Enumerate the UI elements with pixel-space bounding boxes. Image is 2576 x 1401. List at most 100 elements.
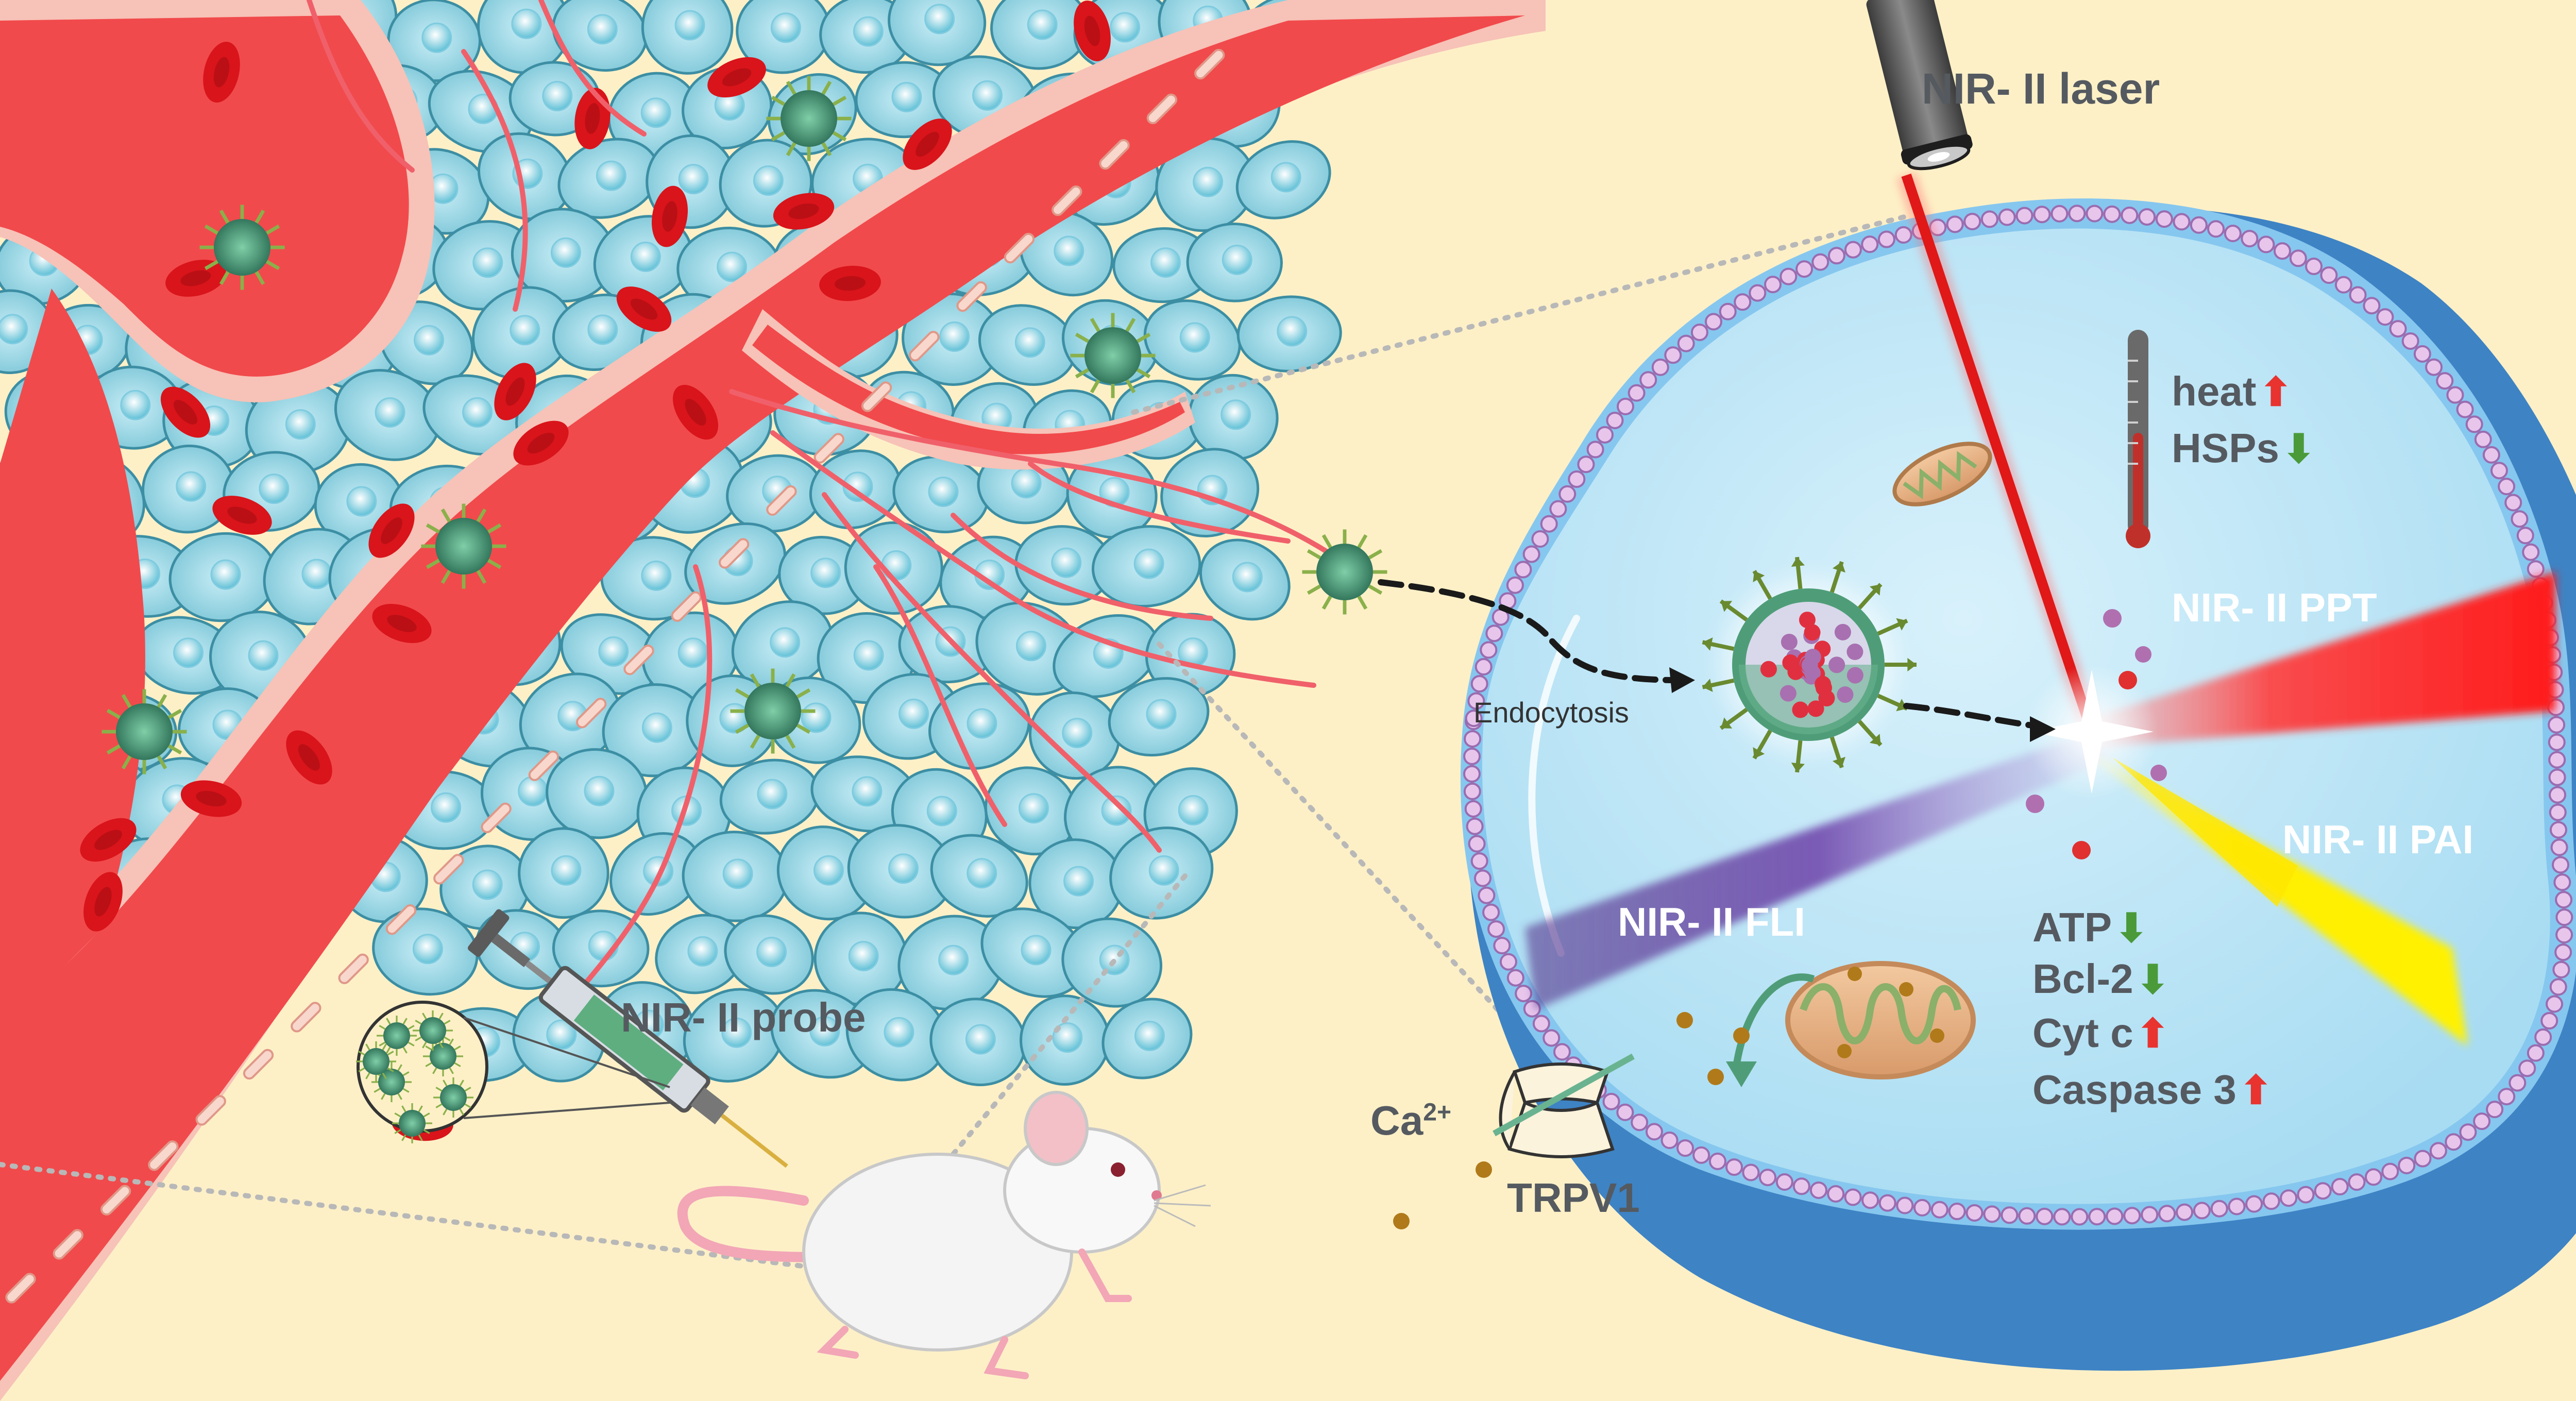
- membrane-lipid: [1602, 1092, 1620, 1110]
- tumor-cell: [655, 914, 745, 994]
- membrane-lipid: [1946, 215, 1964, 233]
- red-blood-cell: [1074, 1, 1111, 61]
- membrane-lipid: [2141, 1206, 2159, 1224]
- endocytosis-label: Endocytosis: [1473, 696, 1629, 729]
- nanoparticle: [356, 1041, 396, 1082]
- membrane-lipid: [1660, 1132, 1679, 1150]
- membrane-lipid: [1704, 313, 1722, 331]
- membrane-lipid: [1998, 208, 2016, 226]
- red-blood-cell: [165, 260, 226, 297]
- red-blood-cell: [160, 386, 211, 438]
- membrane-lipid: [2015, 207, 2033, 225]
- tumor-cell: [847, 824, 955, 919]
- endothelial-cell: [1146, 93, 1178, 125]
- membrane-lipid: [2106, 1207, 2124, 1225]
- tumor-cell: [888, 0, 987, 66]
- trpv1-channel-icon: [1493, 1053, 1635, 1158]
- membrane-lipid: [2103, 205, 2121, 223]
- membrane-lipid: [2381, 1162, 2399, 1180]
- membrane-lipid: [2552, 960, 2570, 978]
- membrane-lipid: [2549, 821, 2567, 839]
- red-blood-cell: [672, 384, 719, 440]
- membrane-lipid: [1948, 1203, 1966, 1221]
- endothelial-cell: [433, 854, 464, 885]
- membrane-lipid: [1617, 397, 1635, 415]
- membrane-lipid: [2158, 1205, 2176, 1223]
- membrane-lipid: [1506, 576, 1524, 594]
- membrane-lipid: [2376, 308, 2394, 326]
- payload-molecule: [1787, 663, 1804, 680]
- tumor-cell: [929, 998, 1027, 1086]
- membrane-lipid: [1493, 937, 1511, 955]
- membrane-lipid: [1506, 969, 1524, 987]
- red-blood-cell: [80, 818, 137, 862]
- membrane-lipid: [2349, 286, 2367, 304]
- membrane-lipid: [2527, 1044, 2545, 1062]
- endothelial-cell: [909, 331, 940, 362]
- membrane-lipid: [2549, 803, 2567, 821]
- membrane-lipid: [1651, 358, 1669, 376]
- membrane-lipid: [2207, 220, 2225, 238]
- ppt-beam: [2081, 572, 2555, 747]
- membrane-lipid: [2482, 446, 2500, 464]
- membrane-lipid: [1549, 500, 1567, 518]
- red-blood-cell: [83, 872, 123, 932]
- red-blood-cell: [372, 604, 432, 643]
- endothelial-cell: [243, 1049, 274, 1080]
- membrane-lipid: [1467, 692, 1485, 710]
- payload-molecule: [1807, 700, 1824, 717]
- red-blood-cell: [616, 286, 672, 332]
- nanoparticle: [421, 503, 506, 589]
- pai-beam: [2081, 747, 2468, 1046]
- tumor-cell: [1199, 538, 1291, 621]
- endothelial-cell: [814, 433, 844, 464]
- membrane-lipid: [1628, 384, 1646, 402]
- membrane-lipid: [1965, 1204, 1984, 1222]
- tumor-cell: [990, 0, 1090, 70]
- membrane-lipid: [1553, 1043, 1571, 1061]
- capillaries: [307, 0, 1352, 1007]
- marker-text: Caspase 3: [2032, 1067, 2236, 1112]
- endothelial-cell: [1004, 232, 1035, 264]
- endothelial-cell: [956, 281, 987, 312]
- membrane-lipid: [2245, 1195, 2263, 1213]
- marker-text: Bcl-2: [2032, 956, 2133, 1002]
- membrane-lipid: [1861, 1191, 1879, 1209]
- membrane-lipid: [2018, 1207, 2036, 1225]
- membrane-lipid: [2138, 208, 2156, 226]
- payload-molecule: [1780, 685, 1797, 702]
- membrane-lipid: [2504, 494, 2522, 512]
- membrane-lipid: [2527, 560, 2545, 578]
- hsps-marker: HSPs⬇: [2172, 428, 2315, 469]
- nanoparticle: [433, 1077, 473, 1118]
- tumor-cell: [1186, 222, 1283, 302]
- membrane-lipid: [2190, 216, 2208, 234]
- membrane-lipid: [1877, 230, 1895, 248]
- membrane-lipid: [2348, 1173, 2366, 1191]
- tumor-cell: [1236, 295, 1342, 373]
- tumor-cell: [810, 755, 919, 833]
- membrane-lipid: [1645, 1123, 1663, 1141]
- membrane-lipid: [1795, 260, 1814, 278]
- membrane-lipid: [2068, 205, 2086, 223]
- membrane-lipid: [1894, 226, 1912, 244]
- payload-molecule: [1828, 656, 1845, 673]
- membrane-lipid: [1606, 411, 1624, 429]
- tumor-cell: [1101, 998, 1193, 1079]
- membrane-lipid: [2398, 1156, 2416, 1174]
- tumor-cell: [778, 536, 869, 615]
- red-blood-cell: [203, 42, 240, 103]
- membrane-lipid: [2155, 210, 2173, 228]
- membrane-lipid: [2425, 358, 2443, 376]
- tumor-cell: [1155, 137, 1256, 232]
- membrane-lipid: [1664, 346, 1682, 364]
- membrane-lipid: [2365, 1168, 2383, 1186]
- membrane-lipid: [1708, 1152, 1726, 1170]
- endothelial-cell: [576, 698, 607, 729]
- tumor-cell: [1091, 525, 1201, 608]
- calcium-charge: 2+: [1423, 1099, 1451, 1126]
- membrane-lipid: [1742, 1163, 1760, 1181]
- ppt-label: NIR- II PPT: [2172, 585, 2377, 630]
- membrane-lipid: [1499, 953, 1517, 971]
- membrane-lipid: [2241, 230, 2259, 248]
